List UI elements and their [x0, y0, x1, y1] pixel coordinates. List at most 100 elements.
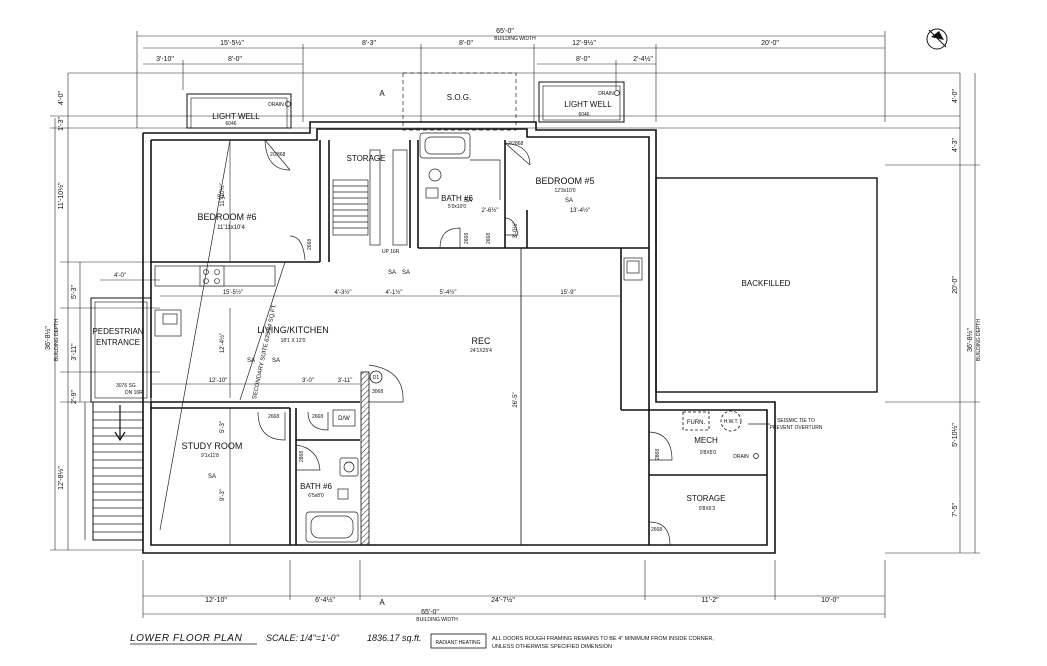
bath-top: BATH #6 5'0x10'0 2668 — [419, 132, 501, 249]
water-heater-icon — [720, 410, 742, 432]
pedestrian-stair: DN 16R PEDESTRIAN ENTRANCE — [84, 297, 152, 541]
door-code-0: 2/2868 — [270, 152, 286, 158]
interior-dim-7: 3'-0" — [302, 378, 314, 384]
rec-size: 24'1X25'4 — [470, 348, 492, 354]
interior-dim-3: 4'-1½" — [386, 289, 403, 296]
drain-icon — [753, 453, 759, 459]
dim-left-overall: 36'-8½" — [44, 326, 52, 350]
door-code-7: 2868 — [299, 451, 305, 462]
bottom-dimensions: 12'-10" 6'-4½" 24'-7½" 11'-2" 10'-0" 65'… — [142, 560, 886, 623]
seismic-label-2: PREVENT OVERTURN — [770, 425, 823, 431]
dim-right-overall: 36'-8½" — [966, 328, 974, 352]
sa-label-1: SA — [247, 358, 255, 364]
light-well-right: LIGHT WELL 6046 DRAIN — [538, 81, 625, 123]
storage-top-label: STORAGE — [347, 154, 386, 163]
door-code-8: 2868 — [655, 449, 661, 460]
drain-icon — [614, 90, 620, 96]
dim-bottom-1: 6'-4½" — [315, 596, 335, 604]
bedroom5-size: 12'3x10'0 — [554, 188, 575, 194]
plan-title: LOWER FLOOR PLAN — [130, 633, 243, 644]
dim-bottom-0: 12'-10" — [205, 597, 227, 604]
interior-stair: UP 16R STORAGE — [332, 149, 408, 255]
interior-dimensions: 4'-0" 15'-5½" 4'-3½" 4'-1½" 5'-4½" 15'-9… — [100, 140, 621, 545]
dim-top-sub-3: 2'-4½" — [633, 55, 653, 63]
interior-dim-1: 15'-5½" — [223, 289, 243, 296]
door-code-1: 2/2868 — [508, 141, 524, 147]
interior-dim-14: 12'-4½" — [219, 333, 226, 353]
interior-dim-5: 15'-9" — [560, 290, 575, 296]
rec-label: REC — [471, 336, 491, 346]
light-well-left-label: LIGHT WELL — [212, 112, 260, 121]
dim-left-2: 11'-10½" — [57, 182, 65, 210]
radiant-heating-label: RADIANT HEATING — [435, 640, 480, 646]
interior-dim-12: 26'-5" — [513, 392, 519, 407]
bath6-bottom-label: BATH #6 — [300, 482, 332, 491]
top-dimensions: 65'-0" BUILDING WIDTH 15'-5½" 8'-3" 8'-0… — [50, 28, 960, 129]
interior-dim-15: 5'-3" — [220, 421, 226, 433]
interior-dim-10: 2'-6½" — [482, 207, 499, 214]
right-dimensions: 4'-0" 4'-3" 20'-0" 5'-10½" 7'-5" 36'-8½"… — [885, 73, 982, 554]
dim-bottom-4: 10'-0" — [821, 597, 839, 604]
dim-left-0: 4'-0" — [58, 91, 65, 105]
drain-label-1: DRAIN — [268, 102, 284, 108]
pedestrian-label-1: PEDESTRIAN — [92, 327, 143, 336]
exterior-walls — [142, 121, 776, 554]
drain-label-2: DRAIN — [598, 91, 614, 97]
stair-dn-label: DN 16R — [125, 390, 143, 396]
door-code-3: 2668 — [464, 233, 470, 244]
living-label: LIVING/KITCHEN — [257, 325, 329, 335]
door-code-5: 2668 — [268, 414, 279, 420]
pedestrian-label-2: ENTRANCE — [96, 338, 140, 347]
interior-dim-6: 12'-10" — [209, 378, 228, 384]
study-size: 9'1x11'8 — [201, 453, 219, 459]
dim-top-2: 8'-0" — [459, 40, 473, 47]
bath6-bottom-size: 6'5x8'0 — [308, 493, 324, 499]
stove-icon — [199, 265, 225, 287]
door-code-9: 3068 — [372, 389, 383, 395]
sa-label-8: SA — [208, 474, 216, 480]
bedroom5-label: BEDROOM #5 — [535, 176, 594, 186]
section-marker-top: A — [379, 89, 385, 98]
dim-top-overall-label: BUILDING WIDTH — [494, 36, 536, 42]
sa-label-6: SA — [464, 198, 472, 204]
dim-left-6: 12'-8½" — [57, 466, 65, 490]
dim-top-0: 15'-5½" — [220, 39, 244, 47]
sog-label: S.O.G. — [447, 93, 471, 102]
interior-dim-13: 11'-10½" — [219, 183, 226, 206]
note-line-2: UNLESS OTHERWISE SPECIFIED DIMENSION — [492, 644, 612, 650]
seismic-label-1: SEISMIC TIE TO — [777, 418, 815, 424]
dim-bottom-overall-label: BUILDING WIDTH — [416, 617, 458, 623]
toilet-icon — [428, 168, 442, 182]
north-arrow-icon — [926, 28, 948, 50]
sa-label-5: SA — [402, 270, 410, 276]
hwt-label: H.W.T. — [724, 419, 739, 425]
dim-right-overall-label: BUILDING DEPTH — [976, 319, 982, 361]
storage-bottom-label: STORAGE — [687, 494, 726, 503]
interior-dim-2: 4'-3½" — [335, 289, 352, 296]
dim-top-sub-2: 8'-0" — [576, 56, 590, 63]
living-size: 18'1 X 12'0 — [281, 338, 306, 344]
bath6-top-size: 5'0x10'0 — [448, 204, 467, 210]
dim-left-4: 3'-11" — [71, 343, 78, 361]
backfilled-area: BACKFILLED — [655, 177, 878, 393]
dim-left-1: 1'-3" — [58, 117, 65, 131]
scale-value: 1/4"=1'-0" — [300, 633, 340, 643]
dim-top-1: 8'-3" — [362, 40, 376, 47]
furn-label: FURN. — [687, 420, 706, 426]
interior-dim-0: 4'-0" — [114, 273, 126, 279]
sa-label-4: SA — [388, 270, 396, 276]
furnace-icon — [682, 411, 710, 431]
interior-dim-16: 9'-3" — [220, 489, 226, 501]
drain-icon — [285, 101, 291, 107]
dim-right-3: 5'-10½" — [951, 423, 959, 447]
dim-right-4: 7'-5" — [952, 503, 959, 517]
dim-right-2: 20'-0" — [952, 276, 959, 294]
door-code-10: 3076 SG — [116, 383, 136, 389]
door-code-6: 2668 — [312, 414, 323, 420]
bedroom-5: BEDROOM #5 12'3x10'0 2/2868 2668 — [486, 141, 595, 244]
sa-label-2: SA — [272, 358, 280, 364]
slab-on-grade-area: S.O.G. A — [379, 72, 517, 131]
bath6-top-label: BATH #6 — [441, 194, 473, 203]
title-block: LOWER FLOOR PLAN SCALE: 1/4"=1'-0" 1836.… — [130, 633, 714, 650]
